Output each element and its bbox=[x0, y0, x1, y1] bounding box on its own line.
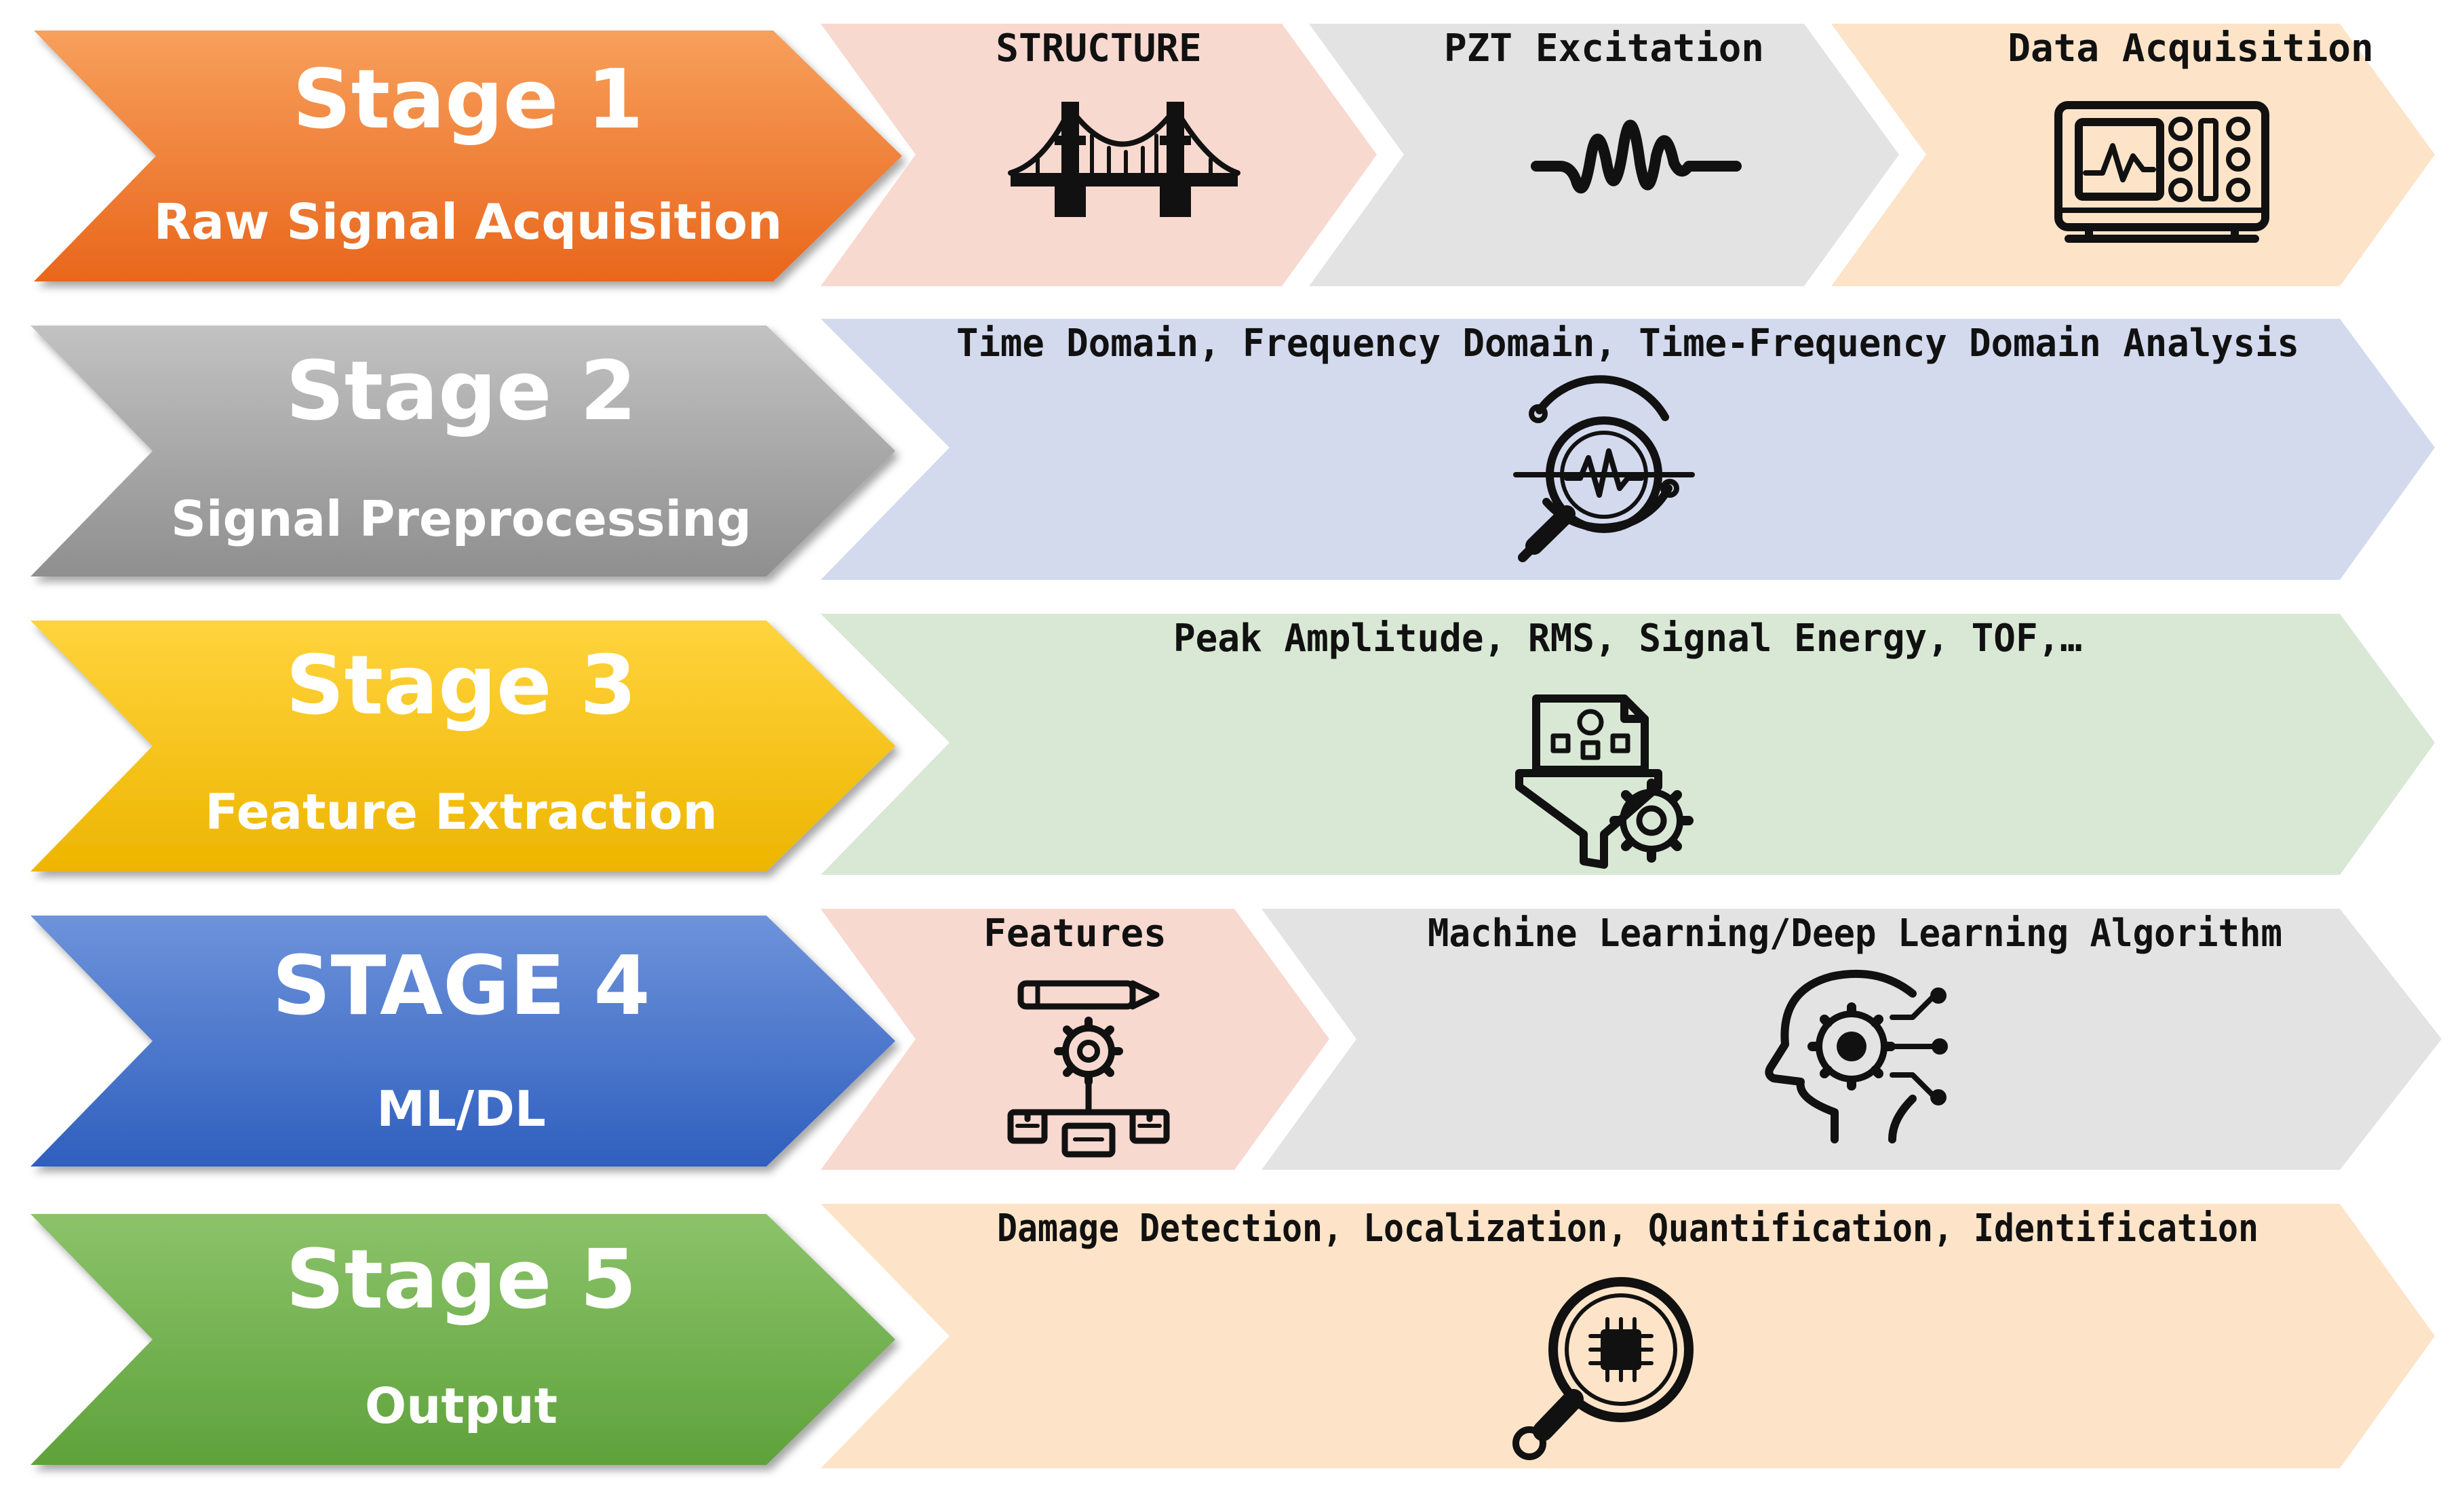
label-structure: STRUCTURE bbox=[996, 26, 1201, 71]
bridge-icon bbox=[1008, 102, 1240, 217]
label-features: Features bbox=[983, 911, 1167, 956]
stage-5-subtitle: Output bbox=[365, 1377, 558, 1434]
stage-3-subtitle: Feature Extraction bbox=[205, 783, 717, 840]
label-data-acquisition: Data Acquisition bbox=[2008, 26, 2373, 71]
panel-signal-domain-analysis bbox=[821, 319, 2435, 580]
stage-2-chevron: Stage 2 Signal Preprocessing bbox=[31, 326, 895, 576]
stage-3-title: Stage 3 bbox=[286, 639, 636, 733]
signal-analysis-icon bbox=[1513, 375, 1695, 562]
waveform-icon bbox=[1531, 119, 1742, 194]
stage-1-title: Stage 1 bbox=[292, 53, 643, 147]
stage-4-title: STAGE 4 bbox=[272, 939, 650, 1034]
label-pzt-excitation: PZT Excitation bbox=[1444, 26, 1764, 71]
stage-1-chevron: Stage 1 Raw Signal Acquisition bbox=[34, 31, 902, 281]
label-feature-list: Peak Amplitude, RMS, Signal Energy, TOF,… bbox=[1173, 616, 2082, 661]
stage-5-title: Stage 5 bbox=[286, 1233, 636, 1327]
label-signal-domain-analysis: Time Domain, Frequency Domain, Time-Freq… bbox=[956, 321, 2299, 366]
label-damage-output: Damage Detection, Localization, Quantifi… bbox=[997, 1207, 2258, 1251]
feature-hierarchy-icon bbox=[1007, 980, 1170, 1158]
stage-4-subtitle: ML/DL bbox=[376, 1080, 545, 1137]
feature-extraction-icon bbox=[1515, 694, 1694, 869]
stage-1-subtitle: Raw Signal Acquisition bbox=[154, 193, 783, 250]
chip-search-icon bbox=[1512, 1277, 1694, 1460]
stage-2-subtitle: Signal Preprocessing bbox=[171, 490, 751, 547]
stage-2-title: Stage 2 bbox=[286, 345, 636, 439]
oscilloscope-icon bbox=[2054, 101, 2269, 243]
ai-head-icon bbox=[1765, 969, 1948, 1143]
label-ml-dl-algorithm: Machine Learning/Deep Learning Algorithm bbox=[1428, 911, 2282, 956]
stage-5-chevron: Stage 5 Output bbox=[31, 1214, 895, 1465]
panel-structure bbox=[821, 24, 1377, 286]
panel-features bbox=[821, 909, 1329, 1170]
stage-3-chevron: Stage 3 Feature Extraction bbox=[31, 621, 895, 871]
stage-4-chevron: STAGE 4 ML/DL bbox=[31, 916, 895, 1166]
